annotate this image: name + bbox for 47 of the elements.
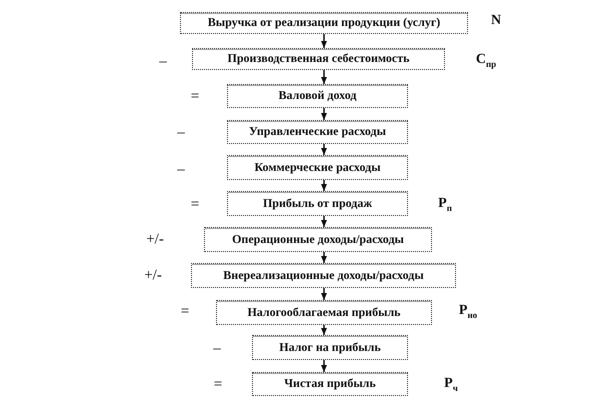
operator-sign: = [190,198,200,212]
arrow [321,288,327,300]
arrow [321,108,327,120]
arrow [321,70,327,84]
process-box [204,227,432,252]
arrow [321,216,327,227]
operator-sign: = [180,304,190,320]
arrow [321,252,327,263]
operator-sign: – [159,54,167,70]
operator-sign: = [214,378,222,392]
process-box [180,12,468,34]
process-box [191,263,456,288]
box-text: Налог на прибыль [279,340,381,354]
process-box [227,84,408,108]
operator-sign: +/- [144,268,162,284]
process-box [216,300,432,325]
box-text: Налогооблагаемая прибыль [247,306,401,320]
operator-sign: +/- [146,232,164,248]
process-box [192,48,445,70]
process-box [252,372,408,396]
arrow [321,180,327,191]
arrow [321,144,327,155]
operator-sign: – [177,162,185,178]
process-box [227,191,408,216]
box-text: Чистая прибыль [284,377,376,391]
indicator-symbol: Р$_{ч}$ [444,377,458,393]
box-text: Коммерческие расходы [254,160,381,174]
indicator-symbol: С$_{пр}$ [476,53,496,69]
box-text: Валовой доход [278,89,356,103]
box-text: Производственная себестоимость [228,52,410,66]
process-box [227,155,408,180]
box-text: Операционные доходы/расходы [232,232,404,246]
indicator-symbol: Р$_{но}$ [458,304,478,320]
operator-sign: – [213,342,221,356]
arrow [321,34,327,48]
box-text: Прибыль от продаж [262,196,372,210]
box-text: Выручка от реализации продукции (услуг) [208,16,440,30]
indicator-symbol: Р$_{п}$ [438,197,452,213]
operator-sign: – [177,126,185,140]
process-box [227,120,408,144]
box-text: Управленческие расходы [249,125,386,139]
box-text: Внереализационные доходы/расходы [223,268,424,282]
operator-sign: = [190,90,200,104]
indicator-symbol: N [490,14,502,28]
process-box [252,335,408,360]
arrow [321,325,327,335]
arrow [321,360,327,372]
